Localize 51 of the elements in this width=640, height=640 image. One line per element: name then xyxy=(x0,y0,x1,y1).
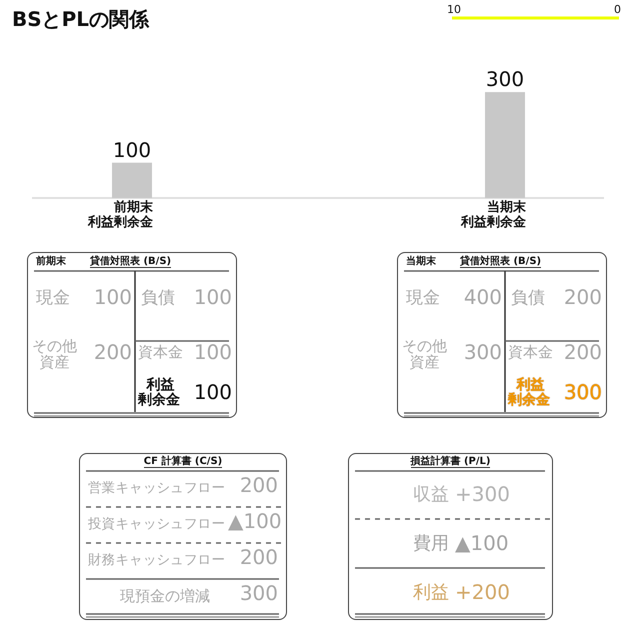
cash-flow-statement-panel xyxy=(79,453,287,620)
amount-value: 200 xyxy=(562,286,602,308)
account-label: その他資産 xyxy=(402,339,447,370)
account-label: 収益 xyxy=(412,485,449,505)
account-label: 資本金 xyxy=(508,344,553,360)
amount-value: 100 xyxy=(192,381,232,403)
table-heading: 前期末 xyxy=(36,256,66,267)
account-label: 資本金 xyxy=(138,344,183,360)
amount-value: 400 xyxy=(462,286,502,308)
scale-label: 10 xyxy=(447,4,461,16)
account-label: 利益剰余金 xyxy=(508,378,550,409)
account-label: 現預金の増減 xyxy=(120,588,210,604)
table-heading: 貸借対照表 (B/S) xyxy=(90,256,172,268)
amount-value: ▲100 xyxy=(455,532,509,554)
amount-value: 100 xyxy=(192,341,232,363)
account-label: 現金 xyxy=(36,289,70,308)
category-label: 当期末利益剰余金 xyxy=(461,201,526,231)
amount-value: ▲100 xyxy=(228,510,278,532)
account-label: 利益剰余金 xyxy=(138,378,180,409)
account-label: 負債 xyxy=(511,289,545,308)
table-heading: 貸借対照表 (B/S) xyxy=(460,256,542,268)
table-heading: 損益計算書 (P/L) xyxy=(410,456,490,468)
account-label: その他資産 xyxy=(32,339,77,370)
balance-sheet-panel xyxy=(397,252,607,418)
amount-value: +200 xyxy=(455,581,510,603)
account-label: 投資キャッシュフロー xyxy=(88,517,226,532)
amount-value: 200 xyxy=(238,474,278,496)
amount-value: 300 xyxy=(238,582,278,604)
account-label: 営業キャッシュフロー xyxy=(88,481,226,496)
amount-value: 300 xyxy=(562,381,602,403)
table-heading: 当期末 xyxy=(406,256,436,267)
balance-sheet-panel xyxy=(27,252,237,418)
amount-value: 100 xyxy=(92,286,132,308)
amount-value: 200 xyxy=(238,546,278,568)
amount-value: 100 xyxy=(192,286,232,308)
account-label: 利益 xyxy=(412,583,449,603)
account-label: 現金 xyxy=(406,289,440,308)
category-label: 前期末利益剰余金 xyxy=(88,201,153,231)
amount-value: +300 xyxy=(455,483,510,505)
data-label: 100 xyxy=(112,138,152,161)
table-heading: CF 計算書 (C/S) xyxy=(144,456,222,468)
income-statement-panel xyxy=(348,453,553,620)
amount-value: 300 xyxy=(462,341,502,363)
scale-label: 0 xyxy=(614,4,621,16)
data-label: 300 xyxy=(484,68,526,90)
account-label: 財務キャッシュフロー xyxy=(88,553,226,568)
amount-value: 200 xyxy=(92,341,132,363)
amount-value: 200 xyxy=(562,341,602,363)
diagram-title: BSとPLの関係 xyxy=(12,6,150,33)
account-label: 負債 xyxy=(141,289,175,308)
account-label: 費用 xyxy=(412,534,449,554)
